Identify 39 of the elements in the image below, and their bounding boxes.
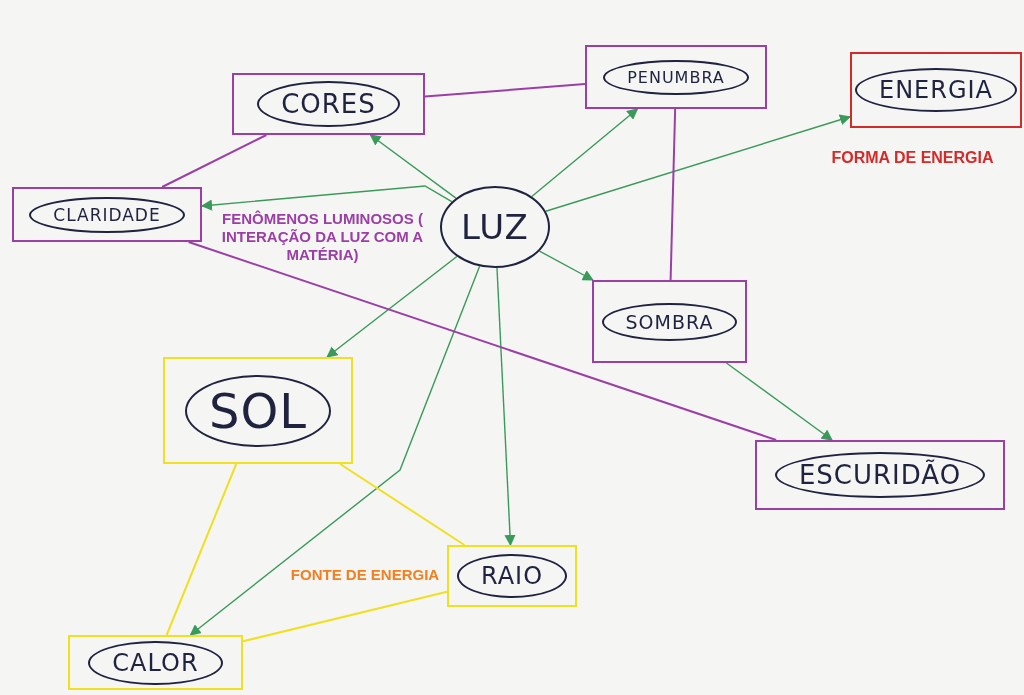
arrow [200,185,453,211]
concept-label: RAIO [456,554,568,598]
group-caption: FORMA DE ENERGIA [830,148,995,168]
concept-box [755,440,1005,510]
group-caption: FENÔMENOS LUMINOSOS ( INTERAÇÃO DA LUZ COM A MATÉRIA) [220,210,425,264]
connector-line [161,134,268,188]
connector-line [669,108,677,281]
concept-box [163,357,353,464]
concept-box [850,52,1022,128]
concept-label: LUZ [461,207,529,247]
arrow [538,250,594,281]
group-caption: FONTE DE ENERGIA [290,566,440,584]
arrow [326,255,458,358]
concept-label: CALOR [88,640,223,685]
concept-box [68,635,243,690]
concept-box [585,45,767,109]
concept-label: SOL [185,374,331,447]
concept-label: CORES [257,81,400,127]
connector-line [187,241,778,441]
concept-box [447,545,577,607]
arrow [531,108,639,198]
concept-label: SOMBRA [601,302,738,341]
concept-box [232,73,425,135]
arrow [725,362,833,441]
concept-box [12,187,202,242]
connector-line [424,83,586,98]
connector-line [242,590,448,643]
arrow [369,134,457,199]
connector-line [339,463,466,546]
arrow [545,114,852,212]
connector-line [165,463,238,636]
concept-label: ESCURIDÃO [774,452,986,498]
arrow [189,265,481,636]
concept-ellipse [440,186,550,268]
concept-label: CLARIDADE [29,196,185,233]
concept-label: PENUMBRA [603,59,749,95]
concept-label: ENERGIA [854,68,1018,112]
arrow [496,267,516,547]
concept-box [592,280,747,363]
